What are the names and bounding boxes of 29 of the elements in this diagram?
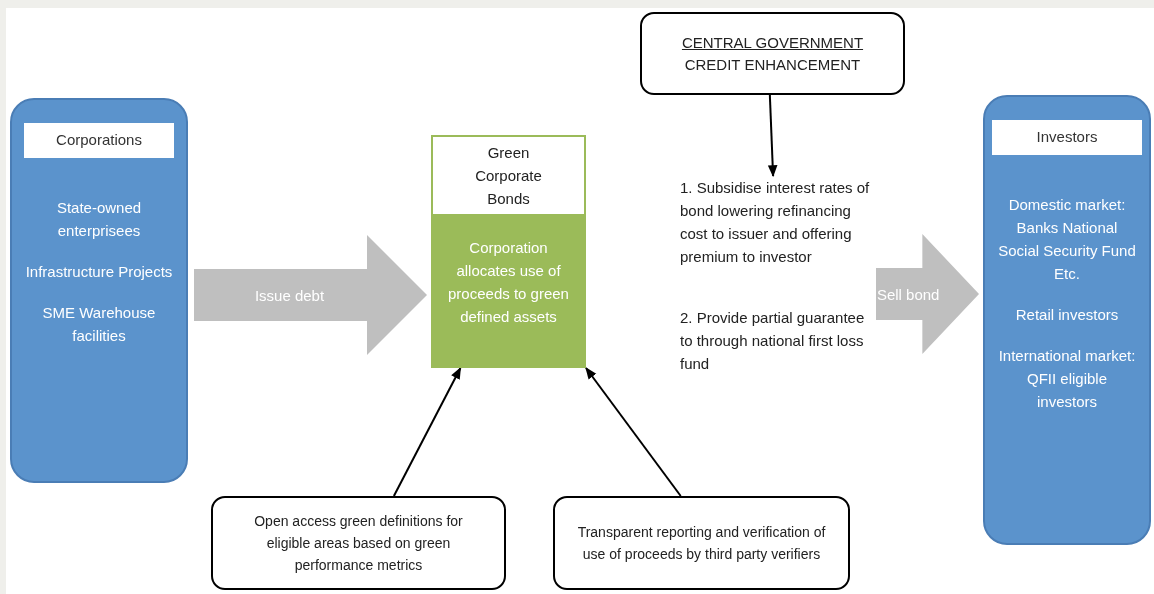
group-panel [983,95,1151,545]
body-text: Corporation allocates use of proceeds to green defined assets [447,238,570,327]
arrow [767,94,778,178]
bond-box [431,135,586,368]
callout-text: CREDIT ENHANCEMENT [684,54,861,75]
text-box [553,496,850,590]
box-text: Transparent reporting and verification of use of proceeds by third party verifiers [576,523,827,564]
panel-text: SME Warehouse facilities [41,302,157,346]
box-heading: Green Corporate Bonds [474,143,543,209]
panel-text: International market: QFII eligible investors [997,345,1137,412]
note-text: 1. Subsidise interest rates of bond lowering refinancing cost to issuer and offering premium to investor [680,178,870,267]
group-panel [10,98,188,483]
panel-heading: Corporations [56,130,142,150]
block-arrow [194,235,427,355]
callout-text: CENTRAL GOVERNMENT [681,32,864,53]
block-arrow [876,234,979,354]
panel-text: Retail investors [1015,304,1119,325]
panel-text: Domestic market: Banks National Social Security Fund Etc. [997,194,1137,284]
arrow [585,367,682,497]
panel-text: Infrastructure Projects [25,261,173,282]
callout-box [640,12,905,95]
panel-heading: Investors [1036,127,1098,147]
edge-label: Sell bond [876,284,940,305]
box-text: Open access green definitions for eligible areas based on green performance metrics [253,512,464,575]
edge-label: Issue debt [254,285,325,306]
arrow [392,366,462,497]
note-text: 2. Provide partial guarantee to through national first loss fund [680,308,866,374]
panel-text: State-owned enterprisees [55,197,143,241]
text-box [211,496,506,590]
